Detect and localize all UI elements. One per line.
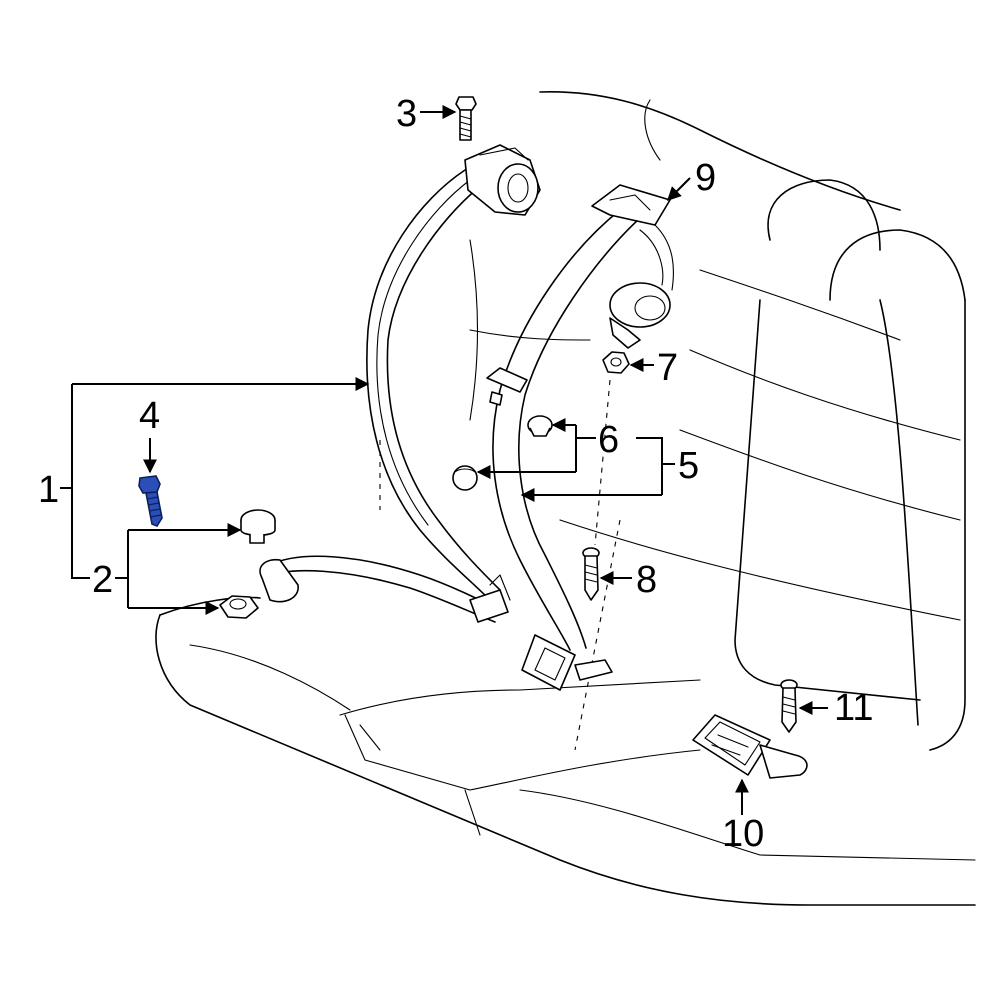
leader-lines: [60, 105, 828, 815]
belt-assembly-left: [259, 144, 541, 623]
bumper-2a: [240, 509, 276, 544]
nut-6a: [527, 415, 553, 437]
bolt-8: [582, 547, 600, 601]
belt-assembly-center: [486, 184, 674, 691]
nut-6b: [452, 465, 478, 491]
bolt-11: [780, 679, 798, 733]
callout-8: 8: [636, 559, 657, 601]
callout-4: 4: [139, 395, 160, 437]
callout-1: 1: [38, 469, 59, 511]
bolt-3: [455, 96, 477, 141]
callout-10: 10: [722, 813, 764, 855]
callout-5: 5: [678, 445, 699, 487]
callout-7: 7: [657, 347, 678, 389]
callout-3: 3: [396, 93, 417, 135]
buckle-assembly: [692, 714, 808, 779]
nut-2b: [219, 595, 259, 619]
nut-7: [602, 351, 630, 374]
rear-seat-outline: [155, 91, 976, 906]
bolt-4-highlighted: [138, 475, 163, 527]
callout-2: 2: [92, 559, 113, 601]
callout-11: 11: [834, 687, 873, 729]
callout-6: 6: [598, 419, 619, 461]
callout-9: 9: [695, 157, 716, 199]
